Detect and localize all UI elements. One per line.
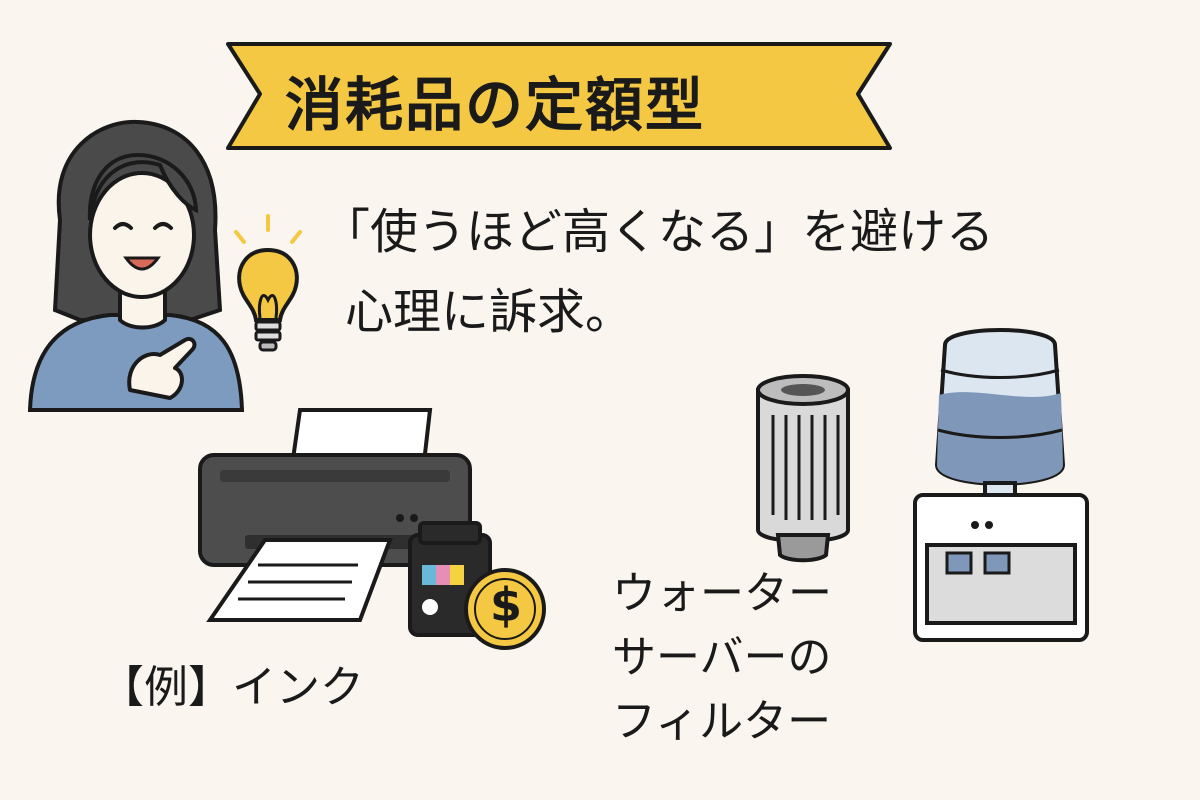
filter-label-line-2: サーバーの <box>612 632 832 683</box>
woman-illustration <box>20 110 260 420</box>
coin-symbol: $ <box>489 578 522 632</box>
title-banner <box>226 38 892 156</box>
message-line-2: 心理に訴求。 <box>345 284 634 340</box>
page-title: 消耗品の定額型 <box>285 71 706 139</box>
ink-example-label: 【例】インク <box>100 662 364 713</box>
dollar-coin-icon <box>462 566 548 652</box>
filter-label-line-1: ウォーター <box>612 568 832 619</box>
message-line-1: 「使うほど高くなる」を避ける <box>322 204 995 260</box>
water-server-illustration <box>905 315 1095 645</box>
filter-label-line-3: フィルター <box>612 696 832 747</box>
banner-ribbon-shape <box>226 42 892 150</box>
printer-illustration <box>190 400 480 622</box>
lightbulb-icon <box>228 210 308 360</box>
filter-illustration <box>748 370 858 570</box>
